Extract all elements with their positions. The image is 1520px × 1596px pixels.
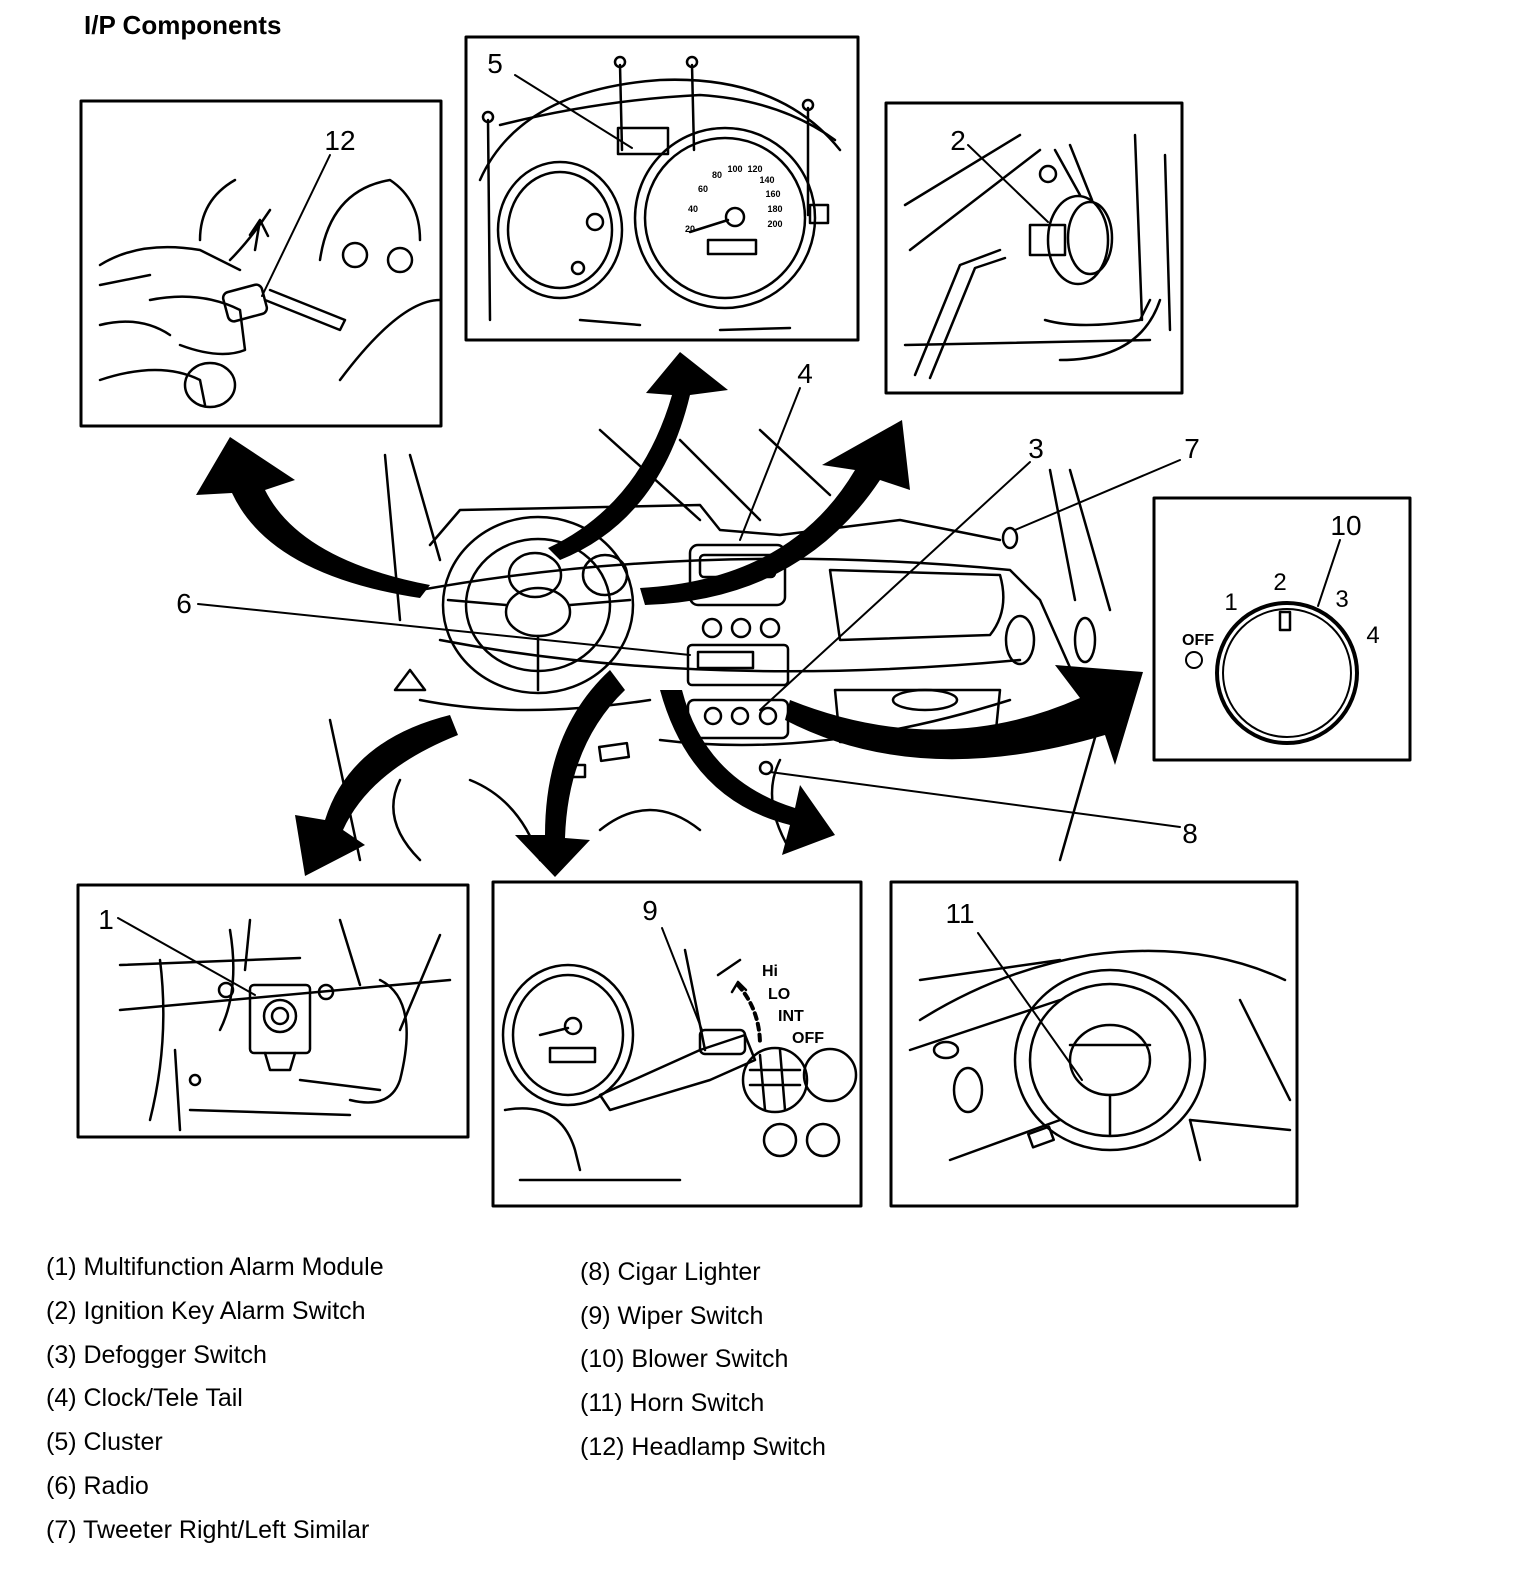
gauge-label: 60 [698,184,708,194]
legend-item-2: (2) Ignition Key Alarm Switch [46,1297,366,1325]
blower-label-off: OFF [1182,632,1214,649]
wiper-label-int: INT [778,1008,804,1025]
direction-arrows [196,352,1143,877]
dashboard-overview [328,428,1112,862]
arrow-to-wiper [515,670,625,877]
legend-item-8: (8) Cigar Lighter [580,1258,761,1286]
inset-blower-switch [1152,496,1412,762]
gauge-label: 120 [747,164,762,174]
arrow-to-alarm-module [295,715,458,876]
gauge-label: 40 [688,204,698,214]
callout-1: 1 [98,904,114,935]
wiper-label-hi: Hi [762,963,778,980]
gauge-label: 100 [727,164,742,174]
callout-9: 9 [642,895,658,926]
callout-8: 8 [1182,818,1198,849]
blower-label-2: 2 [1273,569,1286,596]
arrow-to-ignition [640,420,910,605]
inset-wiper-switch [491,880,863,1208]
gauge-label: 160 [765,189,780,199]
legend-item-9: (9) Wiper Switch [580,1302,764,1330]
callout-6: 6 [176,588,192,619]
arrow-to-cluster [548,352,728,560]
callout-4: 4 [797,358,813,389]
callout-11: 11 [945,898,974,929]
blower-label-4: 4 [1366,622,1379,649]
legend-item-4: (4) Clock/Tele Tail [46,1384,243,1412]
wiper-label-off: OFF [792,1030,824,1047]
inset-ignition-key-alarm-switch [884,101,1184,395]
arrow-to-blower [785,665,1143,765]
legend-item-7: (7) Tweeter Right/Left Similar [46,1516,370,1544]
gauge-label: 140 [759,175,774,185]
callout-2: 2 [950,125,966,156]
arrow-to-horn [660,690,835,855]
wiper-label-lo: LO [768,986,790,1003]
legend-item-12: (12) Headlamp Switch [580,1433,826,1461]
inset-cluster [464,35,860,342]
legend-item-11: (11) Horn Switch [580,1389,765,1417]
inset-headlamp-switch [79,99,443,428]
legend-item-10: (10) Blower Switch [580,1345,789,1373]
gauge-label: 20 [685,224,695,234]
arrow-to-headlamp [196,437,430,598]
legend-item-5: (5) Cluster [46,1428,163,1456]
callout-3: 3 [1028,433,1044,464]
ip-components-illustration: 12 5 2 4 3 7 6 8 10 1 9 11 OFF 1 2 3 4 H… [76,35,1412,1208]
blower-label-3: 3 [1335,586,1348,613]
callout-10: 10 [1330,510,1361,541]
gauge-label: 80 [712,170,722,180]
diagram-title: I/P Components [84,10,282,40]
callout-5: 5 [487,48,503,79]
gauge-label: 180 [767,204,782,214]
legend-item-1: (1) Multifunction Alarm Module [46,1253,384,1281]
blower-label-1: 1 [1224,589,1237,616]
callout-12: 12 [324,125,355,156]
gauge-label: 200 [767,219,782,229]
legend-item-6: (6) Radio [46,1472,149,1500]
inset-horn-switch [889,880,1299,1208]
inset-multifunction-alarm-module [76,883,470,1139]
legend-item-3: (3) Defogger Switch [46,1341,267,1369]
callout-7: 7 [1184,433,1200,464]
